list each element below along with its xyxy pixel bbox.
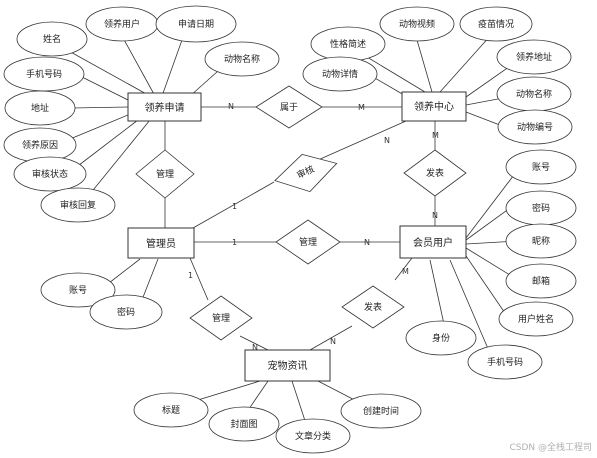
attr-app-phone: 手机号码 <box>3 56 85 92</box>
attr-member-nickname: 昵称 <box>505 223 577 259</box>
entity-pet-news: 宠物资讯 <box>244 349 331 382</box>
watermark: CSDN @全栈工程司 <box>509 441 592 453</box>
attr-news-title: 标题 <box>133 392 209 428</box>
svg-text:账号: 账号 <box>69 285 87 296</box>
svg-text:文章分类: 文章分类 <box>295 430 331 442</box>
entity-adoption-center: 领养中心 <box>401 91 467 122</box>
svg-text:管理: 管理 <box>212 312 230 324</box>
card-belongs-app: N <box>228 102 234 111</box>
svg-text:动物视频: 动物视频 <box>399 18 435 30</box>
svg-text:身份: 身份 <box>432 332 450 344</box>
card-belongs-center: M <box>358 103 365 112</box>
attr-app-name: 姓名 <box>16 21 88 57</box>
attr-member-password: 密码 <box>505 190 577 226</box>
attr-member-email: 邮箱 <box>505 263 577 299</box>
svg-text:领养中心: 领养中心 <box>414 100 454 113</box>
card-manage-member-member: N <box>364 238 370 247</box>
svg-text:管理: 管理 <box>156 168 174 180</box>
attr-news-category: 文章分类 <box>275 418 351 454</box>
svg-text:动物名称: 动物名称 <box>224 53 260 65</box>
attr-admin-account: 账号 <box>40 272 116 308</box>
attr-center-animal: 动物名称 <box>496 76 572 112</box>
relation-belongs: 属于 <box>255 85 323 129</box>
attr-news-created: 创建时间 <box>340 393 422 429</box>
svg-text:密码: 密码 <box>532 202 550 214</box>
svg-text:领养用户: 领养用户 <box>104 18 140 30</box>
attr-member-username: 用户姓名 <box>498 301 574 337</box>
svg-text:管理员: 管理员 <box>146 237 176 250</box>
svg-text:疫苗情况: 疫苗情况 <box>478 18 514 30</box>
entity-member: 会员用户 <box>399 225 467 259</box>
svg-text:审核回复: 审核回复 <box>60 199 96 211</box>
svg-text:审核状态: 审核状态 <box>32 168 68 180</box>
svg-text:领养地址: 领养地址 <box>516 51 552 63</box>
card-publish-news-member: M <box>402 267 409 276</box>
cardinality-labels: N M 1 N M N 1 N 1 N N M <box>188 102 439 352</box>
svg-text:手机号码: 手机号码 <box>487 356 523 368</box>
attr-member-account: 账号 <box>505 149 577 185</box>
attr-center-personality: 性格简述 <box>310 26 386 62</box>
svg-text:性格简述: 性格简述 <box>330 38 366 50</box>
svg-text:领养原因: 领养原因 <box>22 139 58 151</box>
attr-center-address: 领养地址 <box>496 39 572 75</box>
svg-text:发表: 发表 <box>426 167 444 179</box>
svg-text:用户姓名: 用户姓名 <box>518 313 554 325</box>
attr-admin-password: 密码 <box>89 294 163 330</box>
svg-text:动物详情: 动物详情 <box>322 68 358 80</box>
card-manage-member-admin: 1 <box>232 238 237 247</box>
svg-text:动物编号: 动物编号 <box>517 121 553 133</box>
svg-text:手机号码: 手机号码 <box>26 68 62 80</box>
relation-publish-news: 发表 <box>341 285 405 329</box>
attr-app-user: 领养用户 <box>85 6 159 42</box>
svg-text:标题: 标题 <box>162 404 180 416</box>
svg-text:密码: 密码 <box>117 306 135 318</box>
attr-app-address: 地址 <box>4 90 76 126</box>
attr-member-phone: 手机号码 <box>467 344 543 380</box>
svg-text:姓名: 姓名 <box>43 33 61 45</box>
svg-text:创建时间: 创建时间 <box>363 405 399 417</box>
svg-text:属于: 属于 <box>280 102 298 113</box>
svg-text:昵称: 昵称 <box>532 235 550 247</box>
svg-text:封面图: 封面图 <box>230 418 257 430</box>
attr-center-vaccine: 疫苗情况 <box>459 6 533 42</box>
card-manage-news-news: N <box>252 343 258 352</box>
attr-center-video: 动物视频 <box>379 6 455 42</box>
card-publish-center: M <box>432 131 439 140</box>
relation-publish-center: 发表 <box>403 149 467 197</box>
relation-manage-member: 管理 <box>275 219 341 265</box>
relation-manage-application: 管理 <box>135 149 195 199</box>
attr-app-date: 申请日期 <box>155 5 237 43</box>
svg-text:邮箱: 邮箱 <box>532 275 550 287</box>
svg-text:动物名称: 动物名称 <box>516 88 552 100</box>
card-publish-news-news: N <box>330 337 336 346</box>
svg-text:申请日期: 申请日期 <box>178 18 214 30</box>
relation-manage-news: 管理 <box>189 295 253 341</box>
connector-lines <box>57 34 525 437</box>
svg-text:会员用户: 会员用户 <box>413 236 453 249</box>
svg-text:管理: 管理 <box>299 236 317 248</box>
attr-app-reply: 审核回复 <box>40 187 116 223</box>
svg-text:发表: 发表 <box>364 301 382 313</box>
relation-audit: 审核 <box>274 153 338 193</box>
svg-text:领养申请: 领养申请 <box>145 101 185 114</box>
attr-app-reason: 领养原因 <box>3 127 77 163</box>
attr-news-cover: 封面图 <box>208 406 280 442</box>
svg-text:宠物资讯: 宠物资讯 <box>268 359 308 372</box>
card-audit-center: N <box>384 136 390 145</box>
attr-member-identity: 身份 <box>405 320 477 356</box>
svg-text:账号: 账号 <box>532 162 550 173</box>
attr-app-status: 审核状态 <box>13 156 87 192</box>
entity-admin: 管理员 <box>127 227 195 259</box>
card-audit-admin: 1 <box>232 202 237 211</box>
attr-center-detail: 动物详情 <box>302 56 378 92</box>
svg-text:地址: 地址 <box>31 102 49 114</box>
card-publish-member: N <box>432 211 438 220</box>
card-manage-news-admin: 1 <box>188 271 193 280</box>
attr-app-animal: 动物名称 <box>204 41 280 77</box>
attr-center-number: 动物编号 <box>497 109 573 145</box>
entity-adoption-application: 领养申请 <box>127 92 202 122</box>
